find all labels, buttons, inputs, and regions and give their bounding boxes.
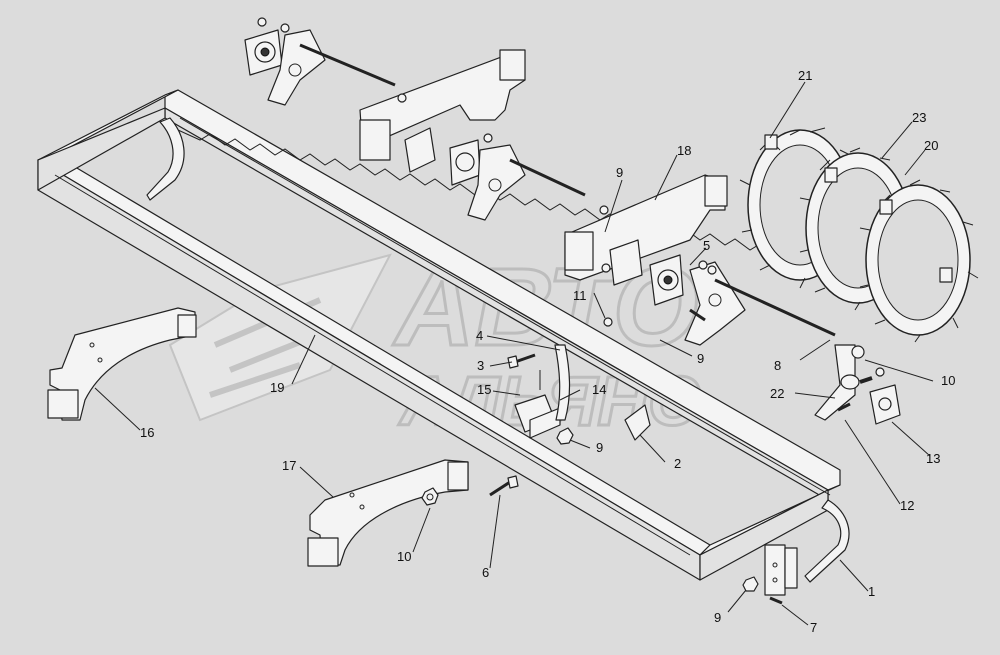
callout-16: 16 [140, 425, 154, 440]
leader-lines [94, 81, 934, 626]
callout-15: 15 [477, 382, 491, 397]
main-frame [37, 89, 841, 581]
callout-17: 17 [282, 458, 296, 473]
callout-10-right: 10 [941, 373, 955, 388]
callout-9-bottom: 9 [714, 610, 721, 625]
callout-22: 22 [770, 386, 784, 401]
callout-1: 1 [868, 584, 875, 599]
callout-18: 18 [677, 143, 691, 158]
bracket-lower-right [742, 544, 798, 605]
tine-left [146, 117, 185, 201]
cage-roller-wheels [739, 127, 979, 343]
callout-5: 5 [703, 238, 710, 253]
bracket-17 [307, 459, 469, 567]
nut-10-lower [421, 487, 439, 506]
callout-9-mid: 9 [697, 351, 704, 366]
callout-9-top: 9 [616, 165, 623, 180]
callout-7: 7 [810, 620, 817, 635]
callout-10-lower: 10 [397, 549, 411, 564]
callout-4: 4 [476, 328, 483, 343]
bolt-3 [507, 353, 536, 369]
plate-2 [624, 404, 651, 441]
callout-21: 21 [798, 68, 812, 83]
nut-9-mid [556, 427, 574, 445]
bearing-assembly-22-13 [814, 344, 901, 425]
callout-13: 13 [926, 451, 940, 466]
callout-14: 14 [592, 382, 606, 397]
callout-9-lower: 9 [596, 440, 603, 455]
callout-11: 11 [573, 288, 587, 303]
bracket-16 [47, 307, 197, 421]
rotor-assembly-front [564, 174, 836, 346]
tine-1 [804, 499, 850, 583]
callout-3: 3 [477, 358, 484, 373]
bolt-6 [489, 475, 519, 497]
callout-2: 2 [674, 456, 681, 471]
rotor-assembly-rear [244, 17, 586, 221]
callout-8: 8 [774, 358, 781, 373]
callout-20: 20 [924, 138, 938, 153]
callout-12: 12 [900, 498, 914, 513]
callout-labels: 21 23 20 18 9 5 11 4 9 3 15 14 8 10 22 1… [140, 68, 955, 635]
wheel-20 [859, 179, 979, 343]
clamp-14-15 [514, 344, 571, 439]
callout-19: 19 [270, 380, 284, 395]
callout-6: 6 [482, 565, 489, 580]
callout-23: 23 [912, 110, 926, 125]
